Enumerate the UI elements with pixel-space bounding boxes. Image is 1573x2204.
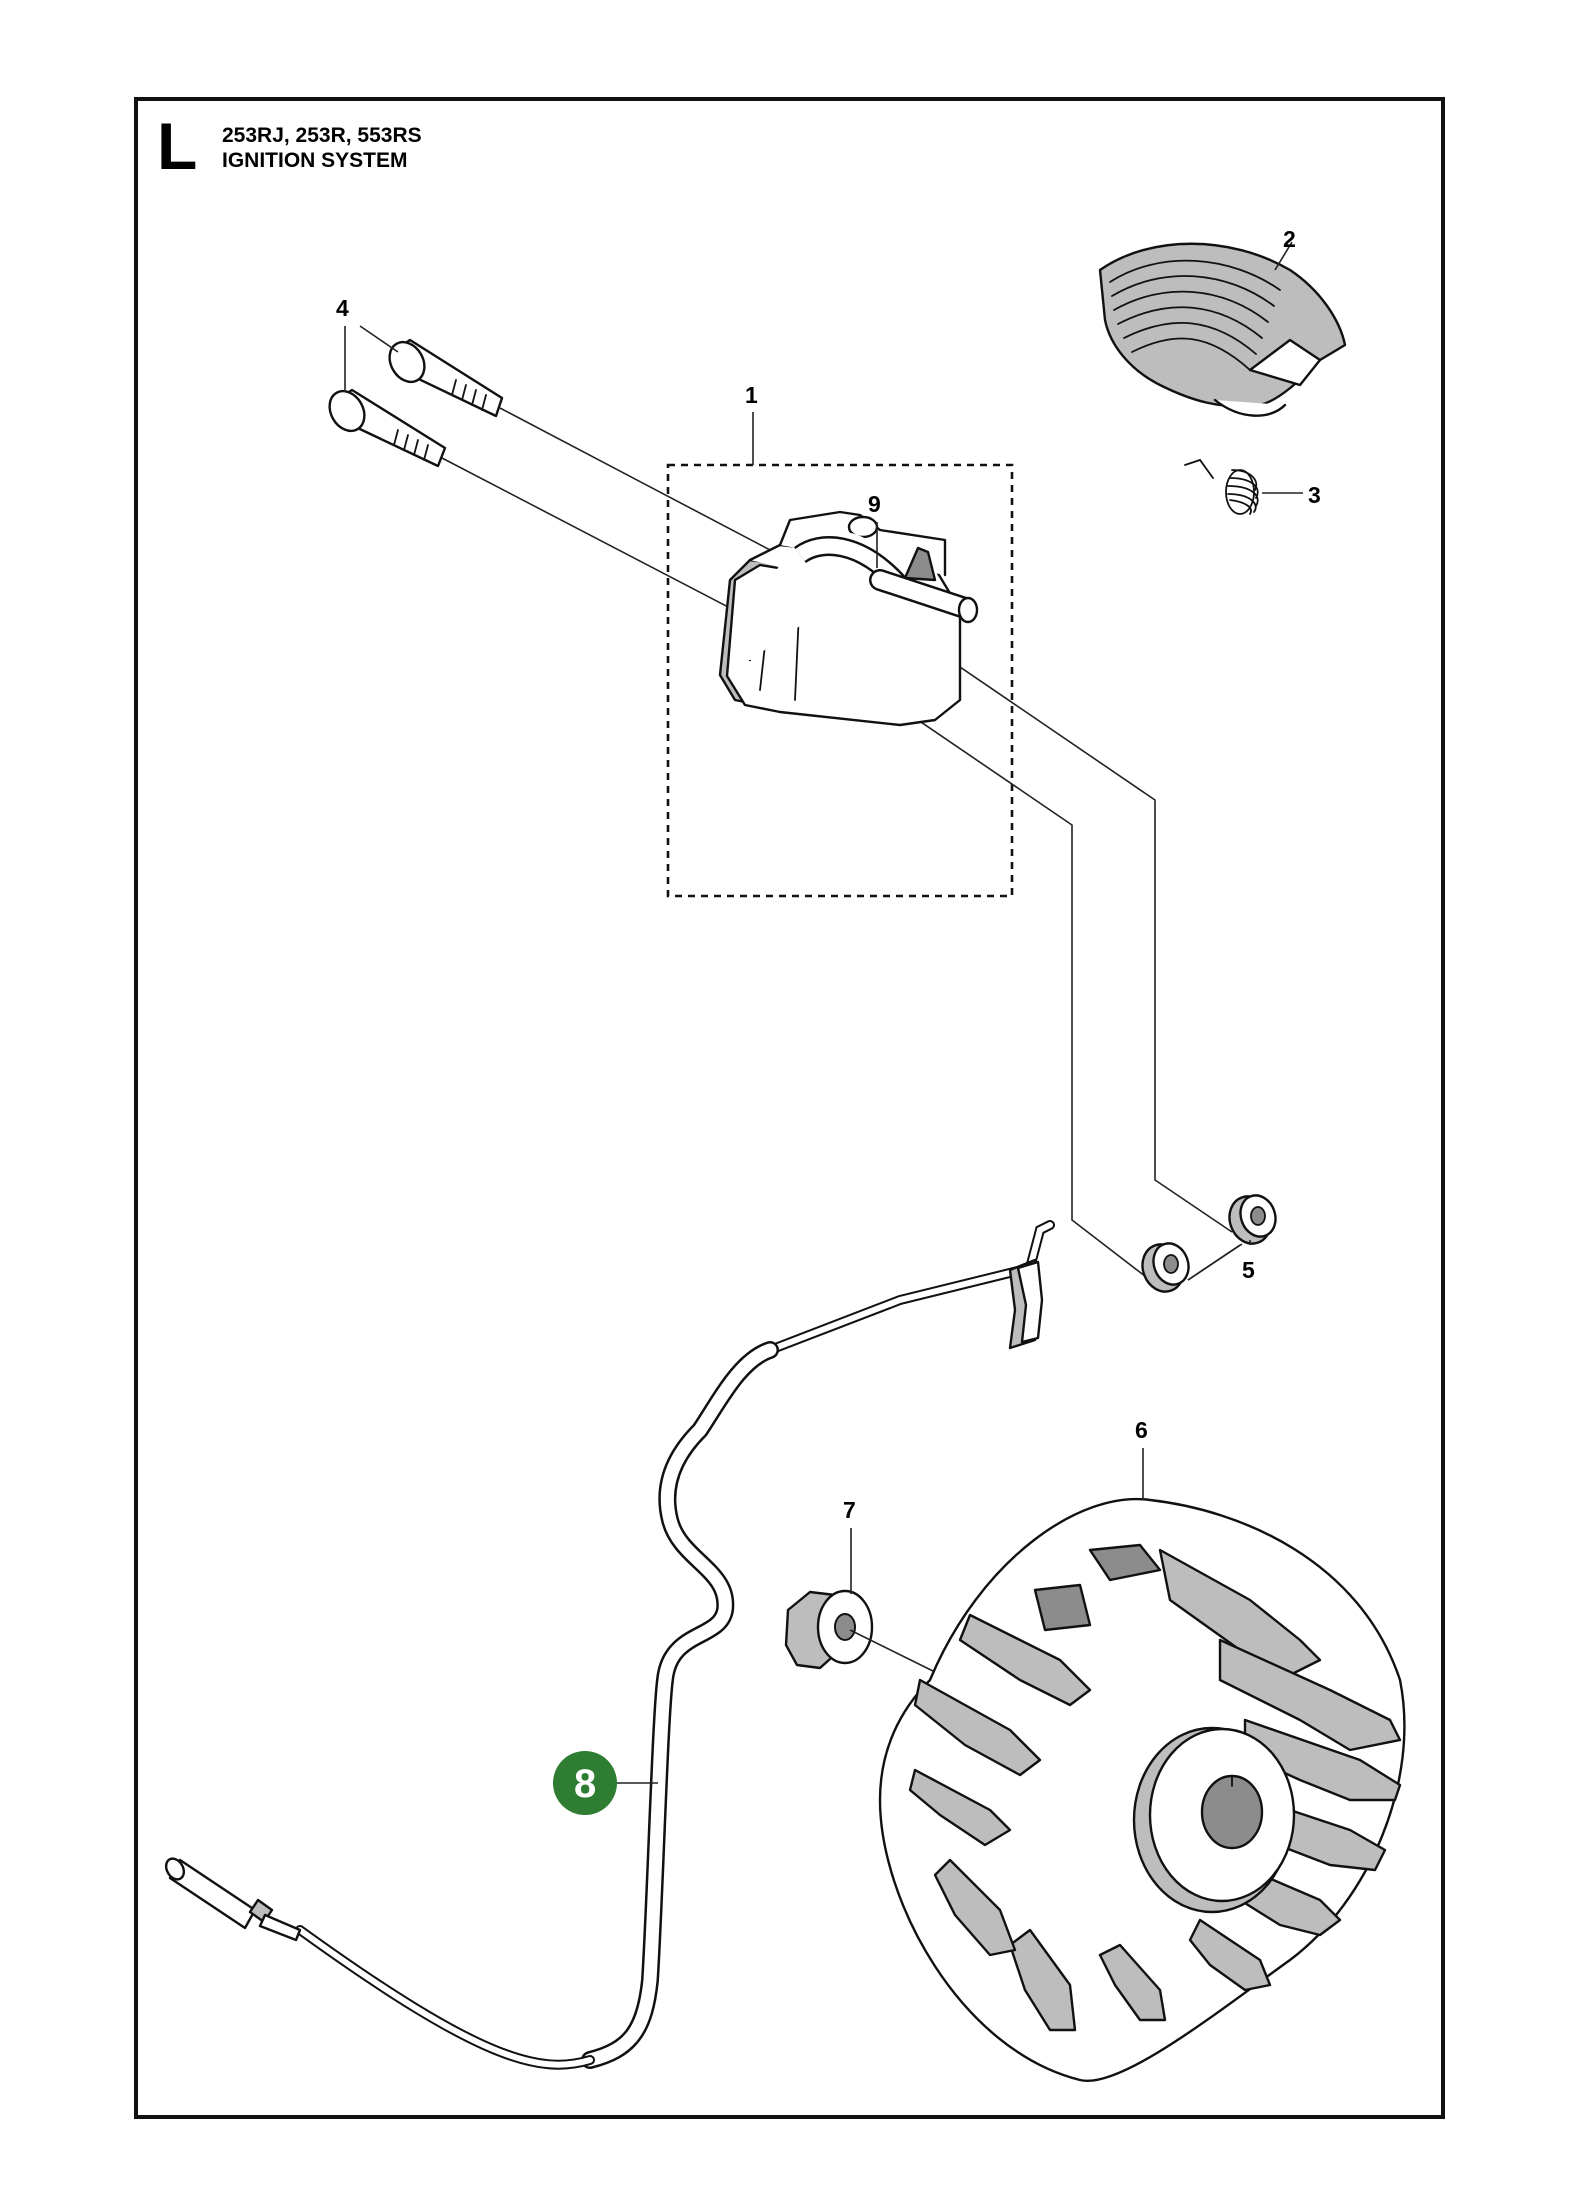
screw-upper[interactable] (383, 336, 504, 418)
short-circuit-cable[interactable] (163, 1220, 1055, 2070)
callout-5: 5 (1242, 1257, 1255, 1283)
leader-2 (1274, 241, 1293, 271)
callout-8: 8 (574, 1762, 596, 1806)
flywheel[interactable] (878, 1497, 1406, 2083)
flywheel-nut[interactable] (784, 1589, 936, 1673)
section-letter: L (157, 109, 198, 183)
callout-1: 1 (745, 382, 758, 408)
callout-9: 9 (868, 491, 881, 517)
screw-lower[interactable] (323, 385, 447, 468)
drawing-frame (134, 97, 1445, 2119)
callout-2: 2 (1283, 226, 1296, 252)
callout-6: 6 (1135, 1417, 1148, 1443)
guide-line-lower (441, 457, 1151, 1281)
leader-5-join (1187, 1242, 1251, 1281)
section-title: IGNITION SYSTEM (222, 149, 408, 172)
spark-plug-boot[interactable] (1098, 242, 1347, 417)
callout-3: 3 (1308, 482, 1321, 508)
callout-8-highlight (553, 1751, 617, 1815)
spacer-left[interactable] (1136, 1238, 1194, 1297)
contact-spring[interactable] (1184, 458, 1259, 515)
model-list: 253RJ, 253R, 553RS (222, 124, 422, 147)
callout-4: 4 (336, 295, 349, 321)
guide-line-upper (499, 407, 1233, 1233)
spacer-right[interactable] (1223, 1190, 1281, 1249)
module-assembly-box (666, 463, 1014, 898)
callout-7: 7 (843, 1497, 856, 1523)
ht-lead-stub[interactable] (742, 531, 979, 662)
leader-4b (359, 325, 399, 353)
